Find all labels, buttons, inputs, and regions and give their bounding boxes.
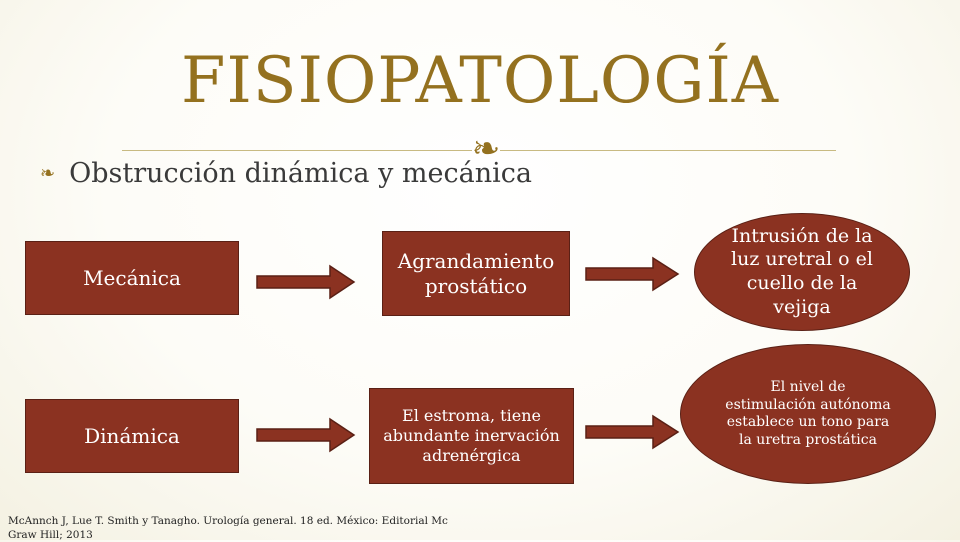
bullet-point: ❧ Obstrucción dinámica y mecánica bbox=[40, 158, 532, 189]
arrow-mecanica-to-agrandamiento bbox=[256, 264, 356, 300]
box-agrandamiento-prostatico: Agrandamiento prostático bbox=[382, 231, 570, 316]
box-estroma-inervacion: El estroma, tiene abundante inervación a… bbox=[369, 388, 574, 484]
citation-reference: McAnnch J, Lue T. Smith y Tanagho. Urolo… bbox=[8, 515, 448, 541]
fleuron-ornament-icon: ❧ bbox=[471, 129, 501, 169]
title-divider-left bbox=[122, 150, 472, 151]
box-dinamica: Dinámica bbox=[25, 399, 239, 473]
slide-title: FISIOPATOLOGÍA bbox=[181, 44, 779, 118]
arrow-dinamica-to-estroma bbox=[256, 417, 356, 453]
ellipse-estimulacion-autonoma: El nivel de estimulación autónoma establ… bbox=[680, 344, 936, 484]
box-mecanica: Mecánica bbox=[25, 241, 239, 315]
fleuron-bullet-icon: ❧ bbox=[40, 163, 56, 184]
title-divider-right bbox=[500, 150, 836, 151]
bullet-text: Obstrucción dinámica y mecánica bbox=[69, 158, 532, 189]
arrow-agrandamiento-to-intrusion bbox=[585, 256, 680, 292]
arrow-estroma-to-estimulacion bbox=[585, 414, 680, 450]
ellipse-intrusion-luz-uretral: Intrusión de la luz uretral o el cuello … bbox=[694, 213, 910, 331]
